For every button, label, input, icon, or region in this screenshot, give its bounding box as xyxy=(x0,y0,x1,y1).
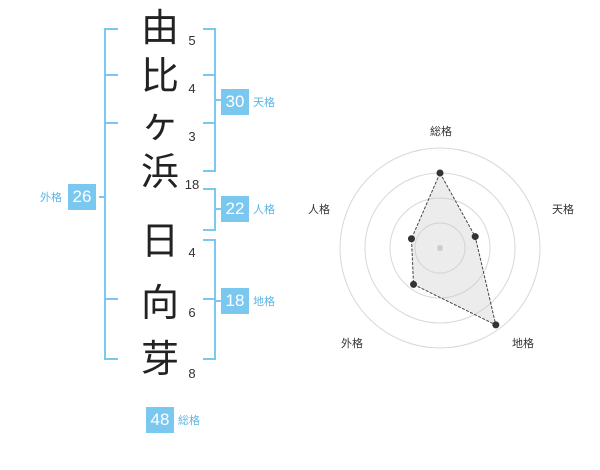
gaikaku-badge: 26 外格 xyxy=(40,184,96,210)
given-char-2: 向 xyxy=(140,281,179,325)
stroke-count-7: 8 xyxy=(188,366,196,381)
tenkaku-label: 天格 xyxy=(253,96,275,109)
radar-label-soukaku: 総格 xyxy=(430,125,452,138)
radar-series-area xyxy=(410,171,497,326)
stroke-count-3: 3 xyxy=(188,129,196,144)
jinkaku-badge: 22 人格 xyxy=(221,196,275,222)
stroke-count-4: 18 xyxy=(184,177,200,192)
radar-point-1 xyxy=(436,169,444,177)
radar-point-3 xyxy=(492,321,500,329)
jinkaku-value: 22 xyxy=(221,196,249,222)
radar-label-tenkaku: 天格 xyxy=(552,203,574,216)
stroke-count-2: 4 xyxy=(188,81,196,96)
surname-char-4: 浜 xyxy=(140,150,179,194)
radar-ring-1 xyxy=(414,222,466,274)
gaikaku-bracket xyxy=(104,28,118,360)
soukaku-label: 総格 xyxy=(178,414,200,427)
radar-center-dot xyxy=(437,245,443,251)
radar-point-2 xyxy=(471,233,479,241)
radar-label-chikaku: 地格 xyxy=(512,337,534,350)
soukaku-badge: 48 総格 xyxy=(146,407,200,433)
radar-point-5 xyxy=(407,235,415,243)
surname-char-3: ヶ xyxy=(140,102,179,146)
radar-ring-2 xyxy=(389,197,491,299)
chikaku-value: 18 xyxy=(221,288,249,314)
tenkaku-value: 30 xyxy=(221,89,249,115)
surname-char-2: 比 xyxy=(140,54,179,98)
gaikaku-value: 26 xyxy=(68,184,96,210)
jinkaku-label: 人格 xyxy=(253,203,275,216)
given-char-1: 日 xyxy=(140,219,179,263)
tenkaku-badge: 30 天格 xyxy=(221,89,275,115)
gaikaku-label: 外格 xyxy=(40,191,62,204)
radar-label-gaikaku: 外格 xyxy=(341,337,363,350)
radar-label-jinkaku: 人格 xyxy=(308,203,330,216)
chikaku-label: 地格 xyxy=(253,295,275,308)
chikaku-badge: 18 地格 xyxy=(221,288,275,314)
radar-point-4 xyxy=(410,280,418,288)
stroke-count-6: 6 xyxy=(188,305,196,320)
soukaku-value: 48 xyxy=(146,407,174,433)
stroke-count-1: 5 xyxy=(188,33,196,48)
radar-ring-4 xyxy=(339,147,541,349)
surname-char-1: 由 xyxy=(140,6,179,50)
given-char-3: 芽 xyxy=(140,337,179,381)
stroke-count-5: 4 xyxy=(188,245,196,260)
